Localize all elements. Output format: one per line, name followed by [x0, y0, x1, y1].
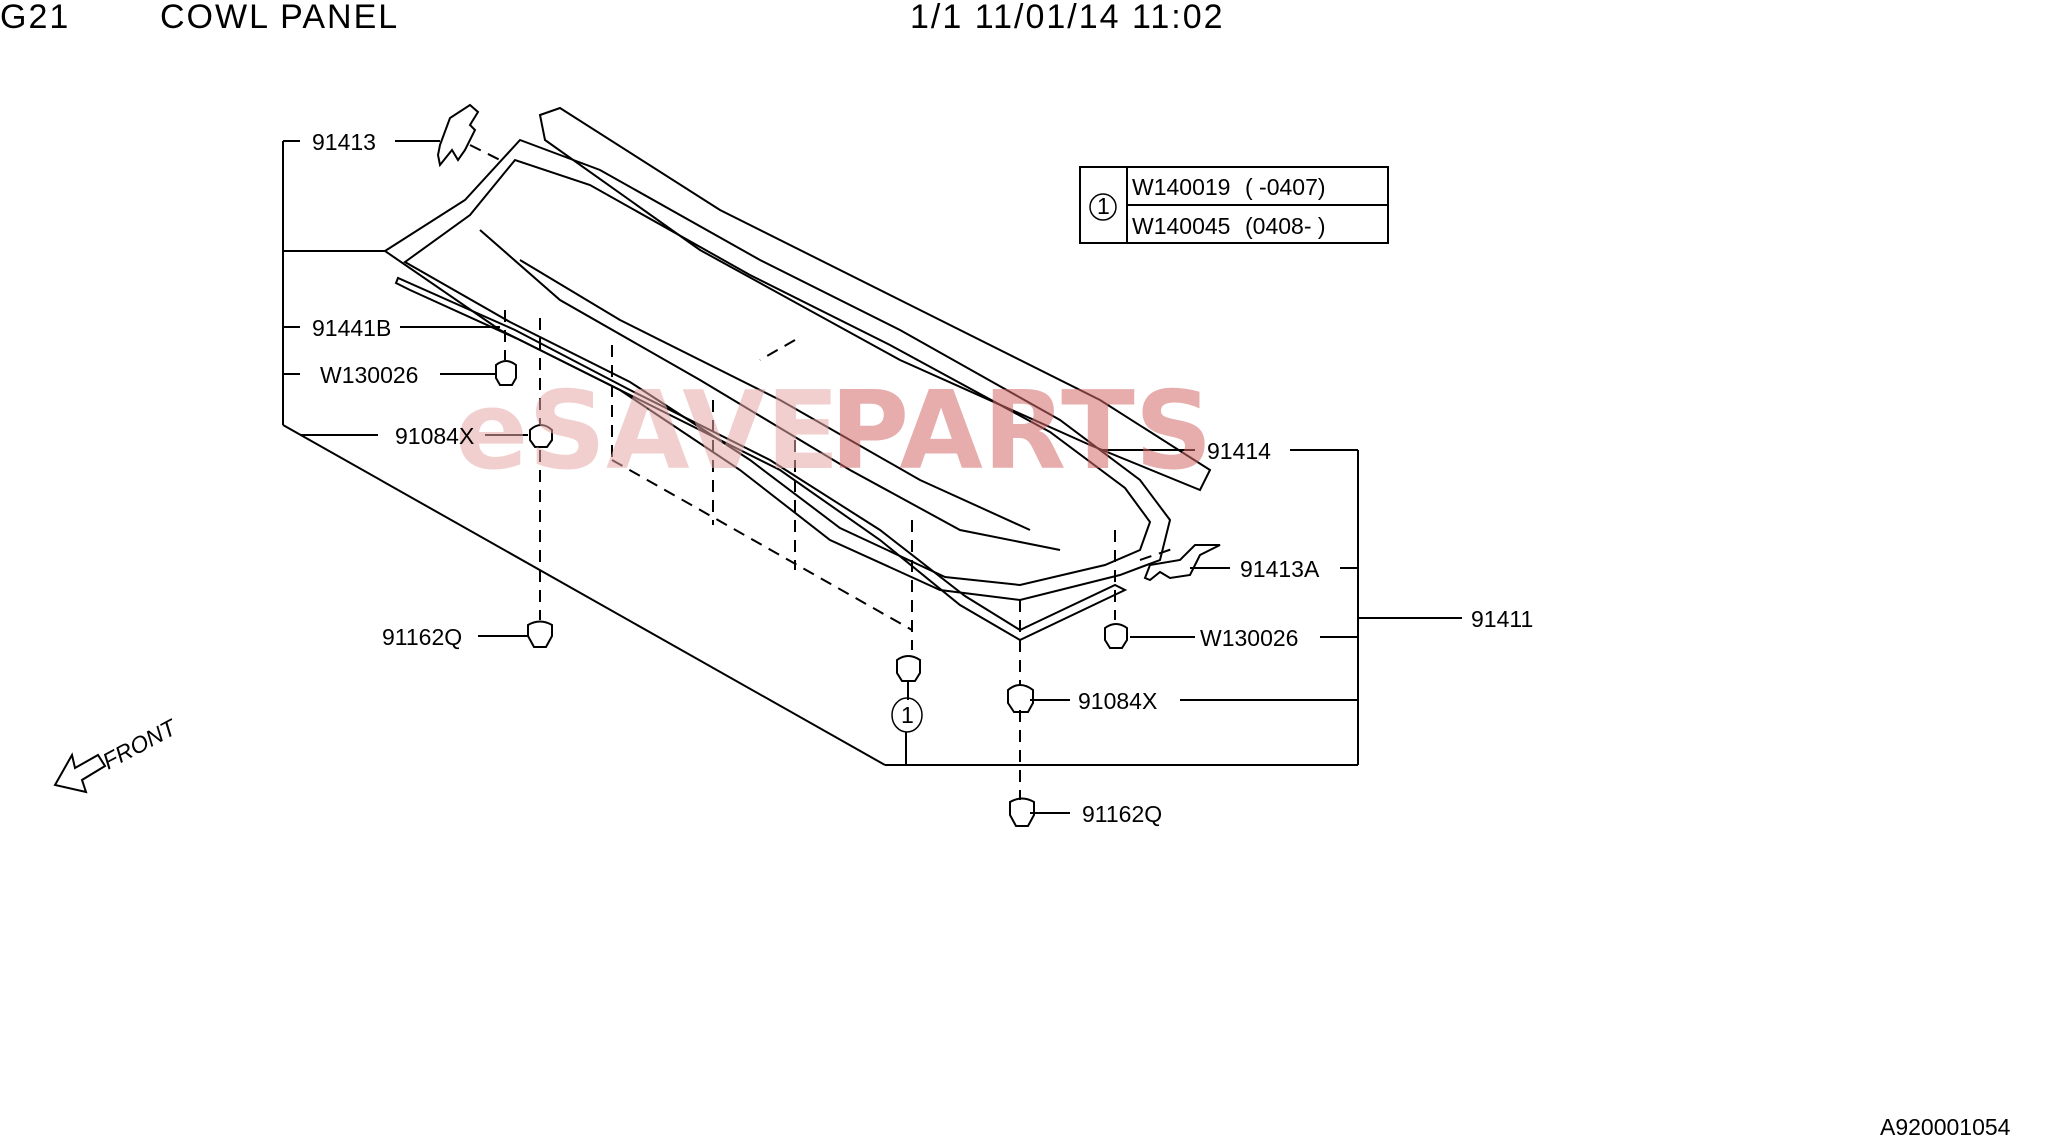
- callout-circle: [891, 697, 923, 733]
- page-and-date: 1/1 11/01/14 11:02: [910, 0, 1225, 36]
- label-91162Q-right: 91162Q: [1082, 801, 1162, 827]
- label-w130026-right: W130026: [1200, 625, 1298, 651]
- clip-callout-1: [896, 655, 921, 765]
- bracket-91413: [436, 103, 480, 168]
- label-91441B: 91441B: [312, 315, 391, 341]
- label-91084X-left: 91084X: [395, 423, 474, 449]
- bracket-91413A: [1143, 544, 1221, 582]
- clip-w130026-right: [1104, 623, 1128, 649]
- left-bracket: [282, 140, 886, 766]
- callout-marker: 1: [901, 702, 914, 728]
- right-bracket: [885, 449, 1462, 766]
- diagram-id: A920001054: [1880, 1114, 2011, 1140]
- cowl-panel: [383, 106, 1212, 642]
- watermark-suffix: PARTS: [830, 369, 1213, 494]
- reference-table: [1079, 166, 1389, 244]
- watermark-prefix: eSAVE: [455, 369, 840, 494]
- label-91162Q-left: 91162Q: [382, 624, 462, 650]
- table-row-2-range: (0408- ): [1245, 213, 1326, 239]
- clip-91084x-left: [529, 424, 553, 448]
- label-w130026-left: W130026: [320, 362, 418, 388]
- clip-w130026-left: [495, 360, 517, 386]
- label-91411: 91411: [1471, 606, 1533, 632]
- clip-91162q-right: [1009, 797, 1035, 827]
- table-row-2-part: W140045: [1132, 213, 1230, 239]
- clip-91162q-left: [527, 620, 553, 648]
- table-row-1-range: ( -0407): [1245, 174, 1326, 200]
- hidden-lines: [469, 144, 1176, 800]
- label-91414: 91414: [1207, 438, 1271, 464]
- table-row-1-part: W140019: [1132, 174, 1230, 200]
- label-91413: 91413: [312, 129, 376, 155]
- diagram-code: G21: [0, 0, 71, 36]
- diagram-title: COWL PANEL: [160, 0, 400, 36]
- clip-91084x-right: [1007, 684, 1034, 713]
- label-91413A: 91413A: [1240, 556, 1320, 582]
- front-arrow-icon: [53, 752, 107, 794]
- table-marker: 1: [1097, 193, 1110, 219]
- label-91084X-right: 91084X: [1078, 688, 1157, 714]
- front-label: FRONT: [98, 713, 182, 774]
